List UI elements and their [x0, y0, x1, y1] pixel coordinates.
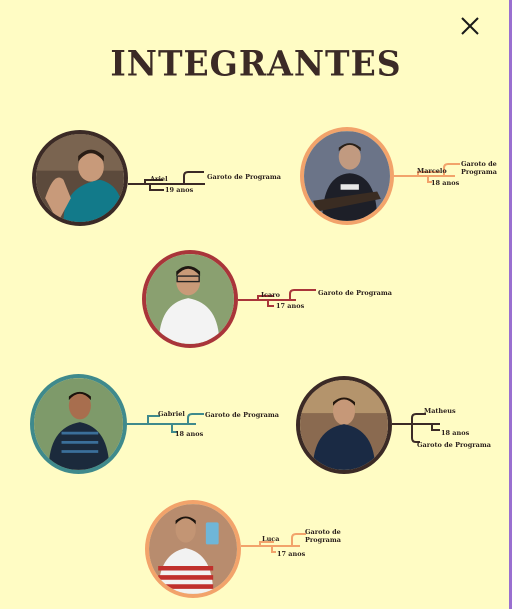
member-role: Garoto de Programa	[305, 528, 341, 544]
member-role: Garoto de Programa	[417, 441, 491, 449]
member-role: Garoto de Programa	[207, 173, 281, 181]
avatar[interactable]	[300, 127, 394, 225]
member-age: 17 anos	[276, 302, 305, 310]
member-name: Luca	[262, 535, 280, 543]
member-age: 18 anos	[431, 179, 460, 187]
profile-photo	[149, 504, 237, 594]
member-name: Marcelo	[417, 167, 447, 175]
right-edge-border	[509, 0, 512, 609]
avatar[interactable]	[145, 500, 241, 598]
member-role: Garoto de Programa	[205, 411, 279, 419]
member-name: Matheus	[424, 407, 456, 415]
member-role: Garoto de Programa	[318, 289, 392, 297]
page-title: INTEGRANTES	[110, 43, 402, 84]
member-name: Icaro	[261, 291, 280, 299]
avatar[interactable]	[30, 374, 127, 474]
member-role: Garoto de Programa	[461, 160, 497, 176]
close-icon	[461, 17, 479, 35]
profile-photo	[300, 380, 388, 470]
avatar[interactable]	[296, 376, 392, 474]
close-button[interactable]	[456, 12, 484, 40]
member-name: Gabriel	[158, 410, 185, 418]
member-age: 19 anos	[165, 186, 194, 194]
member-name: Ariel	[150, 175, 168, 183]
avatar[interactable]	[32, 130, 128, 226]
profile-photo	[146, 254, 234, 344]
avatar[interactable]	[142, 250, 238, 348]
member-age: 17 anos	[277, 550, 306, 558]
profile-photo	[304, 131, 390, 221]
profile-photo	[34, 378, 123, 470]
member-age: 18 anos	[441, 429, 470, 437]
member-age: 18 anos	[175, 430, 204, 438]
